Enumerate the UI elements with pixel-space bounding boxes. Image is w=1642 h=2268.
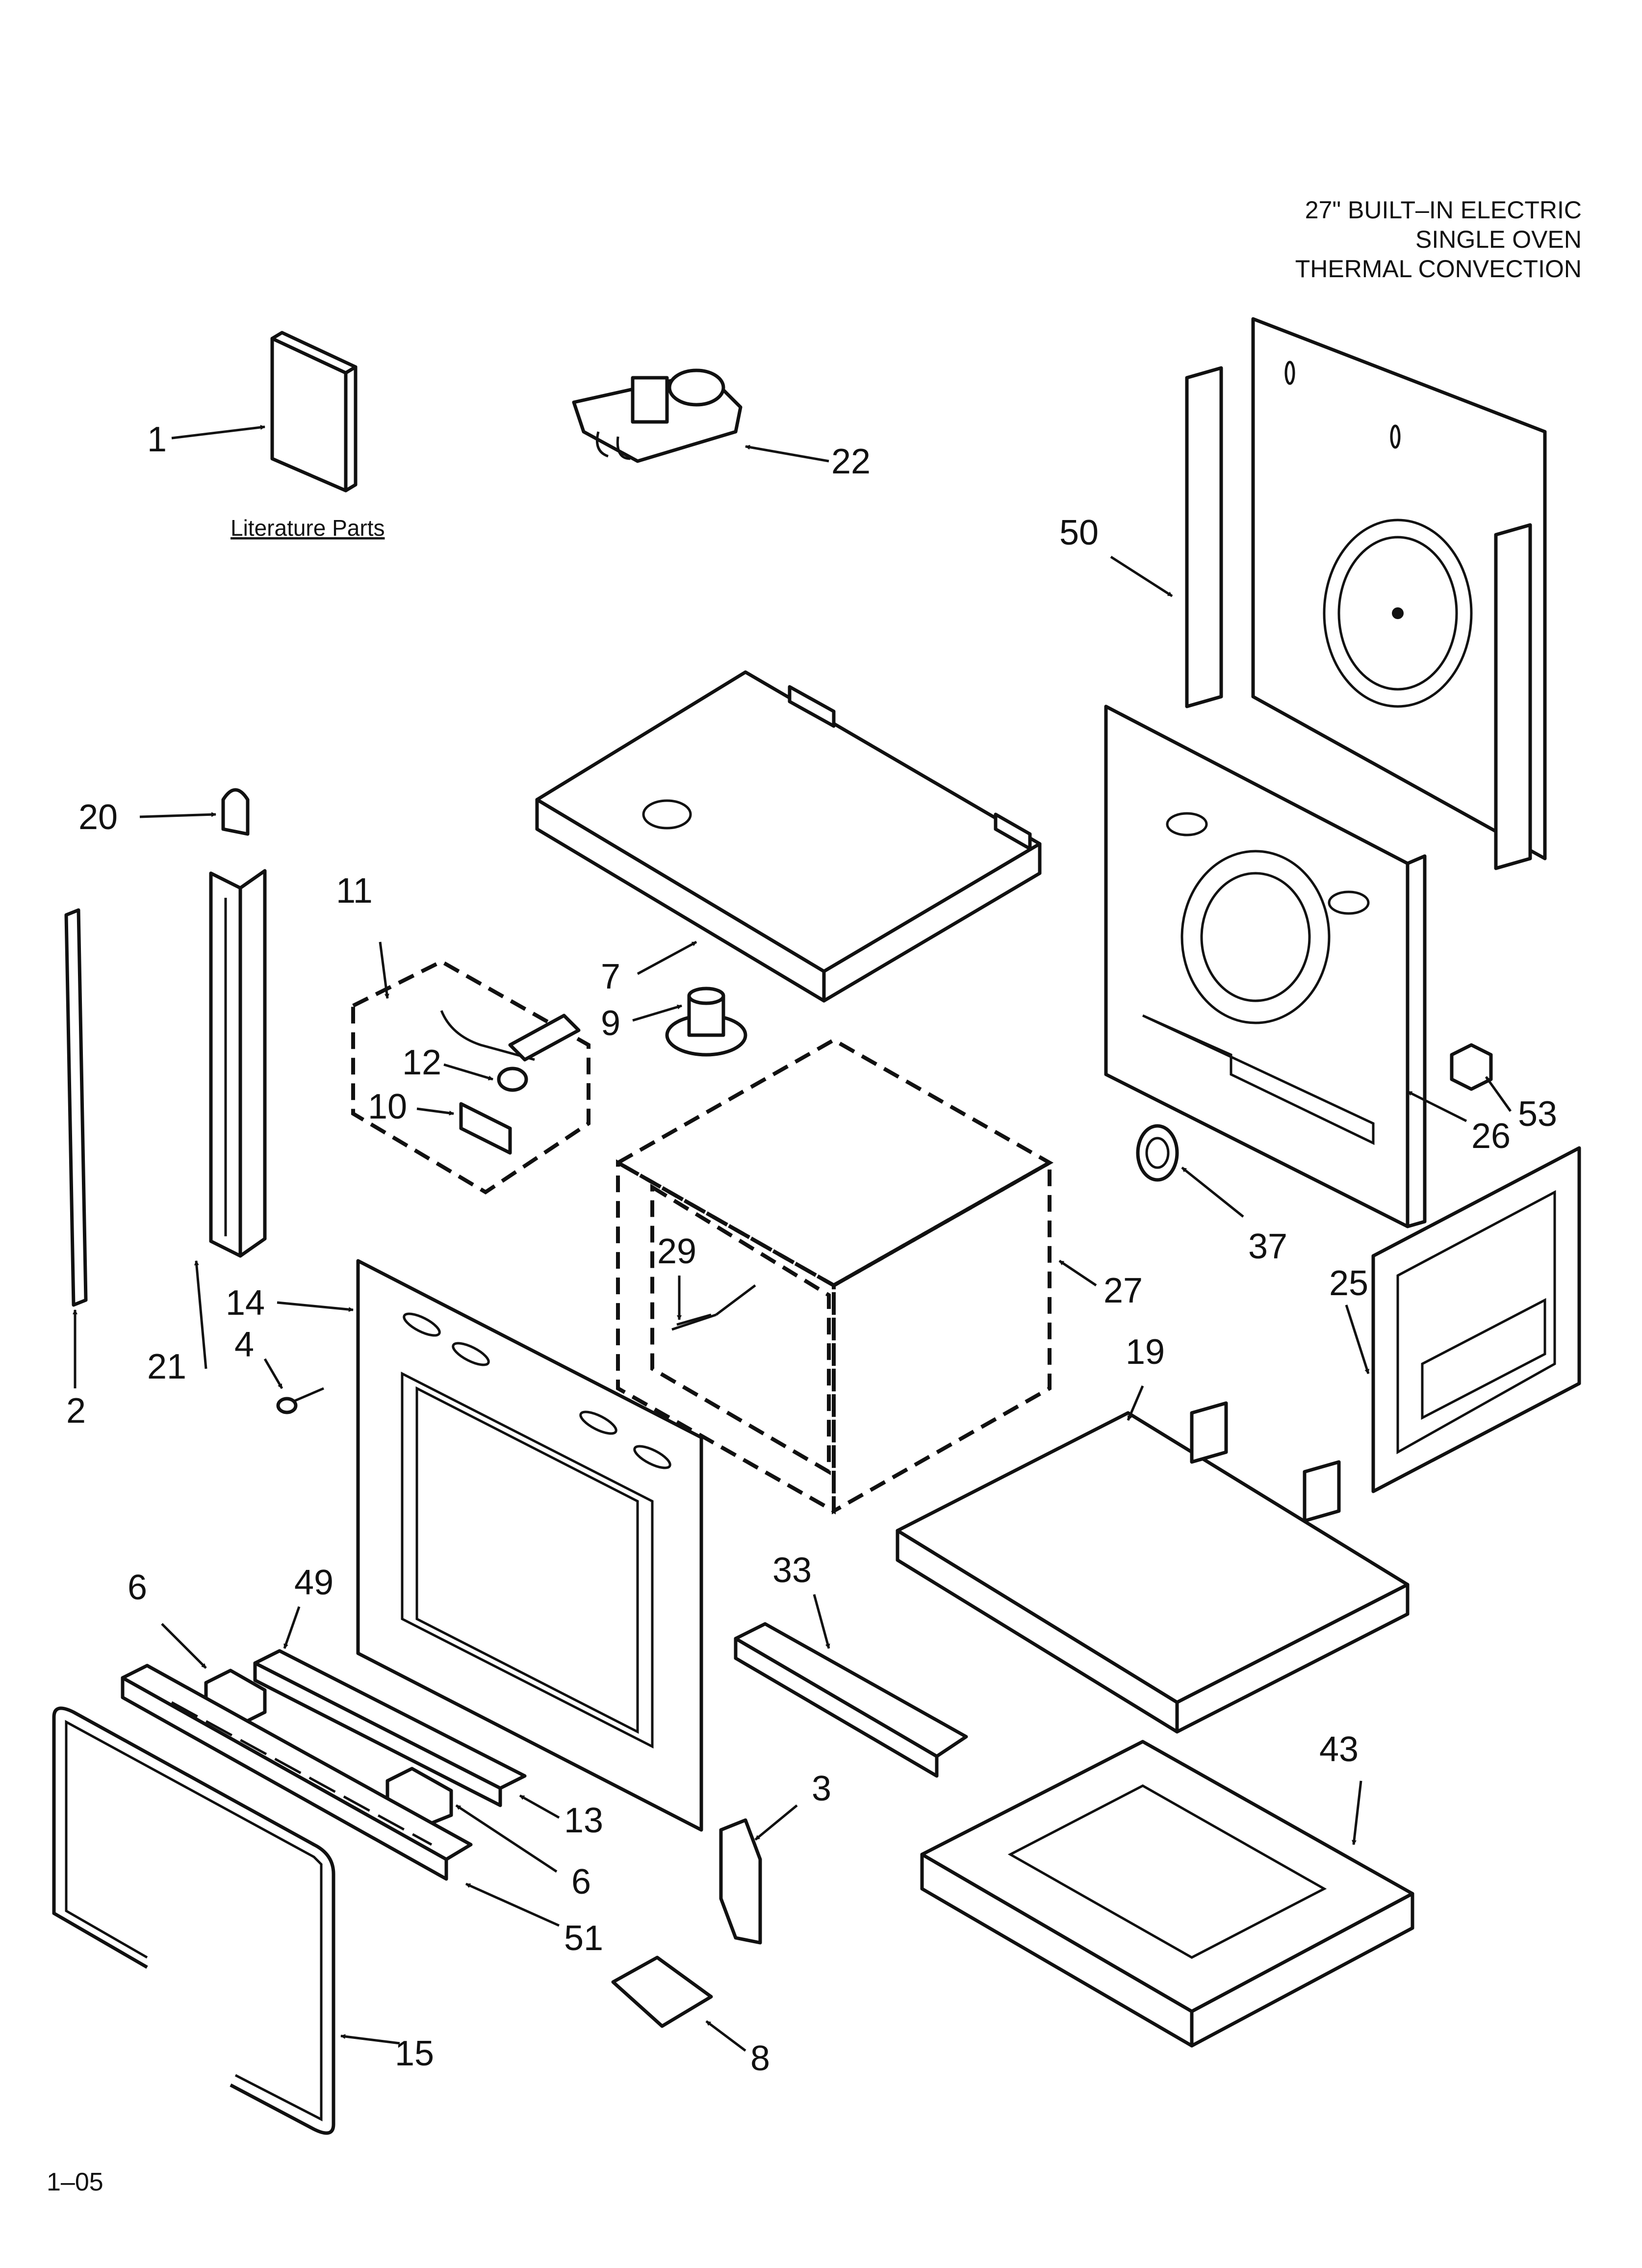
part-37-thermostat (1136, 1124, 1179, 1182)
part-11-light-assembly (351, 959, 590, 1195)
part-3-bracket (719, 1818, 762, 1945)
callout-53: 53 (1518, 1095, 1557, 1134)
literature-parts-label: Literature Parts (231, 515, 385, 541)
callout-10: 10 (368, 1087, 407, 1126)
leader-lines (73, 425, 1512, 2052)
title-line-2: SINGLE OVEN (1415, 226, 1582, 253)
part-14-front-frame (356, 1259, 703, 1832)
part-2-strip (64, 908, 88, 1307)
part-49-strip (253, 1649, 527, 1807)
callout-25: 25 (1329, 1264, 1368, 1303)
callout-2: 2 (66, 1391, 86, 1431)
callout-21: 21 (147, 1347, 186, 1386)
callout-6-bottom: 6 (571, 1862, 591, 1902)
callout-4: 4 (234, 1325, 254, 1364)
callout-14: 14 (226, 1283, 265, 1323)
callout-51: 51 (564, 1919, 603, 1958)
callout-7: 7 (601, 957, 620, 996)
part-43-base-pan (920, 1740, 1414, 2048)
callout-29: 29 (657, 1232, 696, 1271)
callout-12: 12 (402, 1043, 441, 1082)
callout-26: 26 (1471, 1117, 1511, 1156)
callout-33: 33 (772, 1551, 812, 1590)
part-27-oven-cavity (614, 1038, 1054, 1514)
part-25-side-panel (1371, 1146, 1581, 1493)
part-1-literature: Literature Parts (231, 331, 385, 541)
part-50-rear-panel (1185, 317, 1547, 870)
footer-code: 1–05 (47, 2168, 103, 2196)
part-7-top-panel (535, 670, 1042, 1003)
part-8-clip (611, 1955, 713, 2028)
part-21-side-trim (209, 869, 267, 1258)
title-block: 27" BUILT–IN ELECTRIC SINGLE OVEN THERMA… (1295, 196, 1582, 283)
callout-22: 22 (831, 442, 871, 481)
part-22-control (572, 368, 743, 463)
part-9-fan-motor (665, 987, 747, 1057)
part-26-fan-panel (1104, 704, 1427, 1228)
part-53-bracket (1450, 1043, 1493, 1091)
part-29-sensor (671, 1284, 756, 1331)
callout-11: 11 (336, 871, 373, 911)
part-51-vent-strip (121, 1664, 473, 1881)
part-33-channel (734, 1622, 968, 1778)
callout-labels: 1 22 50 20 11 7 9 12 10 53 26 37 29 27 2… (66, 420, 1557, 2078)
callout-9: 9 (601, 1004, 620, 1043)
callout-27: 27 (1103, 1271, 1143, 1310)
part-15-gasket (52, 1706, 335, 2135)
callout-20: 20 (78, 798, 118, 837)
part-20-cap (221, 788, 250, 836)
callout-49: 49 (294, 1563, 334, 1602)
callout-50: 50 (1059, 513, 1099, 552)
callout-43: 43 (1319, 1730, 1359, 1769)
callout-3: 3 (812, 1769, 831, 1808)
part-19-bottom-tray (896, 1401, 1410, 1734)
part-4-screw (276, 1387, 324, 1414)
callout-19: 19 (1126, 1332, 1165, 1372)
callout-1: 1 (147, 420, 167, 459)
title-line-3: THERMAL CONVECTION (1295, 255, 1582, 283)
callout-6-top: 6 (128, 1568, 147, 1607)
callout-13: 13 (564, 1801, 603, 1840)
callout-37: 37 (1248, 1227, 1287, 1266)
callout-8: 8 (750, 2039, 770, 2078)
callout-15: 15 (395, 2034, 434, 2073)
title-line-1: 27" BUILT–IN ELECTRIC (1305, 196, 1582, 224)
